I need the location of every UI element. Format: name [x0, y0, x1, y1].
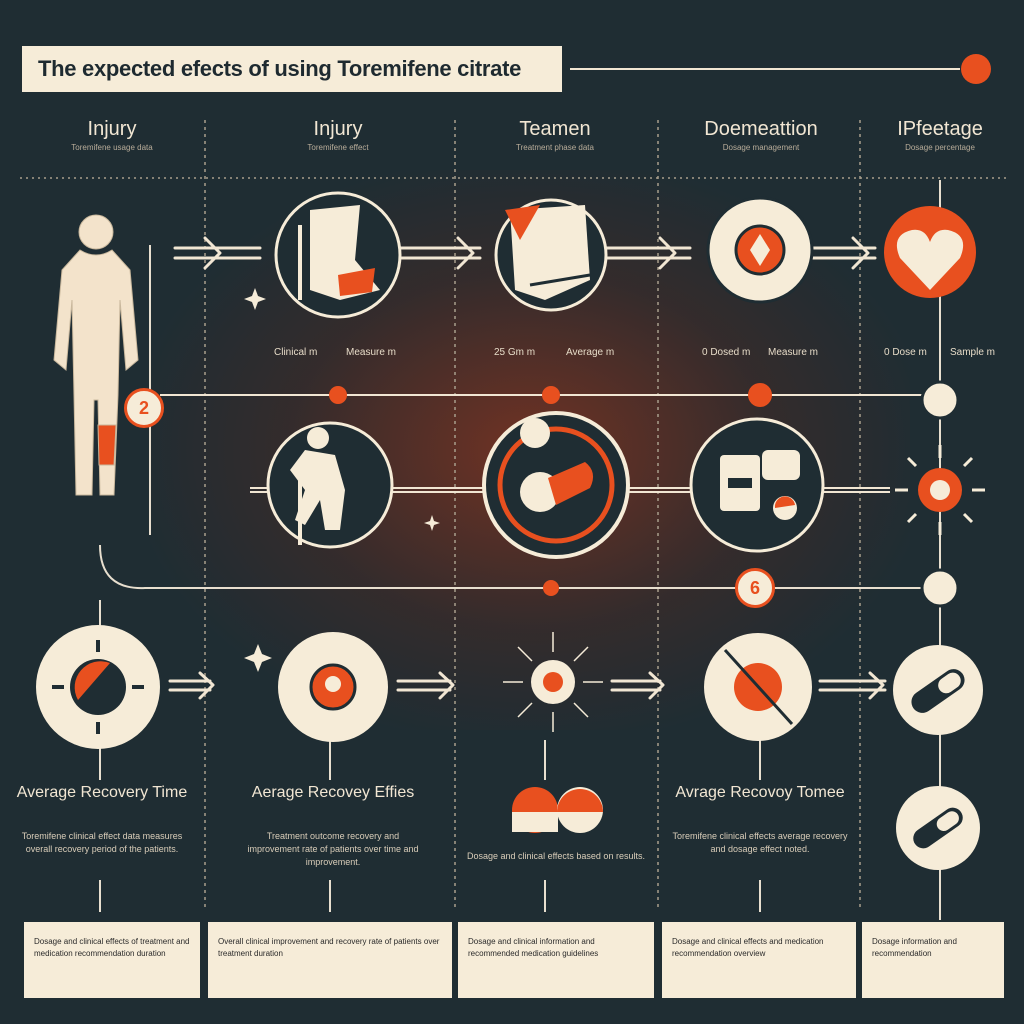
bandaged-foot-icon — [494, 198, 608, 312]
footer-note-5: Dosage information and recommendation — [862, 922, 1004, 998]
capsule-icon-2 — [896, 786, 980, 870]
label-aerage-recovey-effies-body: Treatment outcome recovery and improveme… — [247, 831, 419, 867]
sun-pill-icon — [36, 625, 160, 749]
column-sub-4: Dosage management — [722, 143, 800, 152]
value-2a: 25 Gm m — [494, 347, 536, 358]
column-heading-1: Injury — [87, 118, 137, 140]
value-3b: Measure m — [768, 347, 819, 358]
value-1a: Clinical m — [274, 347, 318, 358]
footer-note-2: Overall clinical improvement and recover… — [208, 922, 452, 998]
pill-bottle-icon — [689, 417, 825, 553]
human-figure-icon — [53, 214, 139, 496]
value-4b: Sample m — [950, 347, 996, 358]
column-heading-4: Doemeattion — [704, 118, 818, 140]
heart-icon — [884, 206, 976, 298]
gear-icon — [895, 445, 985, 535]
no-entry-icon — [704, 633, 812, 741]
step-badge-2: 2 — [124, 388, 164, 428]
split-pill-icon — [512, 787, 603, 833]
label-average-recovery-time: Average Recovery Time — [16, 784, 188, 801]
value-2b: Average m — [566, 347, 615, 358]
footer-note-4: Dosage and clinical effects and medicati… — [662, 922, 856, 998]
value-3a: 0 Dosed m — [702, 347, 751, 358]
label-avrage-recovoy-tomee: Avrage Recovoy Tomee — [675, 784, 845, 801]
page-title: The expected efects of using Toremifene … — [22, 46, 562, 92]
label-aerage-recovey-effies: Aerage Recovey Effies — [251, 784, 415, 801]
value-4a: 0 Dose m — [884, 347, 927, 358]
column-heading-3: Teamen — [519, 118, 591, 140]
column-heading-5: IPfeetage — [897, 118, 983, 140]
label-avrage-recovoy-tomee-body: Toremifene clinical effects average reco… — [672, 831, 848, 854]
column-sub-3: Treatment phase data — [516, 143, 594, 152]
capsule-medication-icon — [482, 411, 630, 559]
footer-note-3: Dosage and clinical information and reco… — [458, 922, 654, 998]
title-marker-dot — [961, 54, 991, 84]
capsule-icon — [893, 645, 983, 735]
column-sub-1: Toremifene usage data — [71, 143, 153, 152]
target-badge-icon — [278, 632, 388, 742]
sun-badge-icon — [706, 196, 814, 304]
step-badge-6: 6 — [735, 568, 775, 608]
column-sub-2: Toremifene effect — [307, 143, 369, 152]
elderly-person-cane-icon — [266, 421, 394, 549]
column-heading-2: Injury — [313, 118, 363, 140]
value-1b: Measure m — [346, 347, 397, 358]
starburst-icon — [503, 632, 603, 732]
footer-note-1: Dosage and clinical effects of treatment… — [24, 922, 200, 998]
label-dosage-body: Dosage and clinical effects based on res… — [467, 851, 645, 861]
column-sub-5: Dosage percentage — [905, 143, 975, 152]
label-average-recovery-time-body: Toremifene clinical effect data measures… — [21, 831, 183, 854]
foot-injury-icon — [274, 191, 402, 319]
